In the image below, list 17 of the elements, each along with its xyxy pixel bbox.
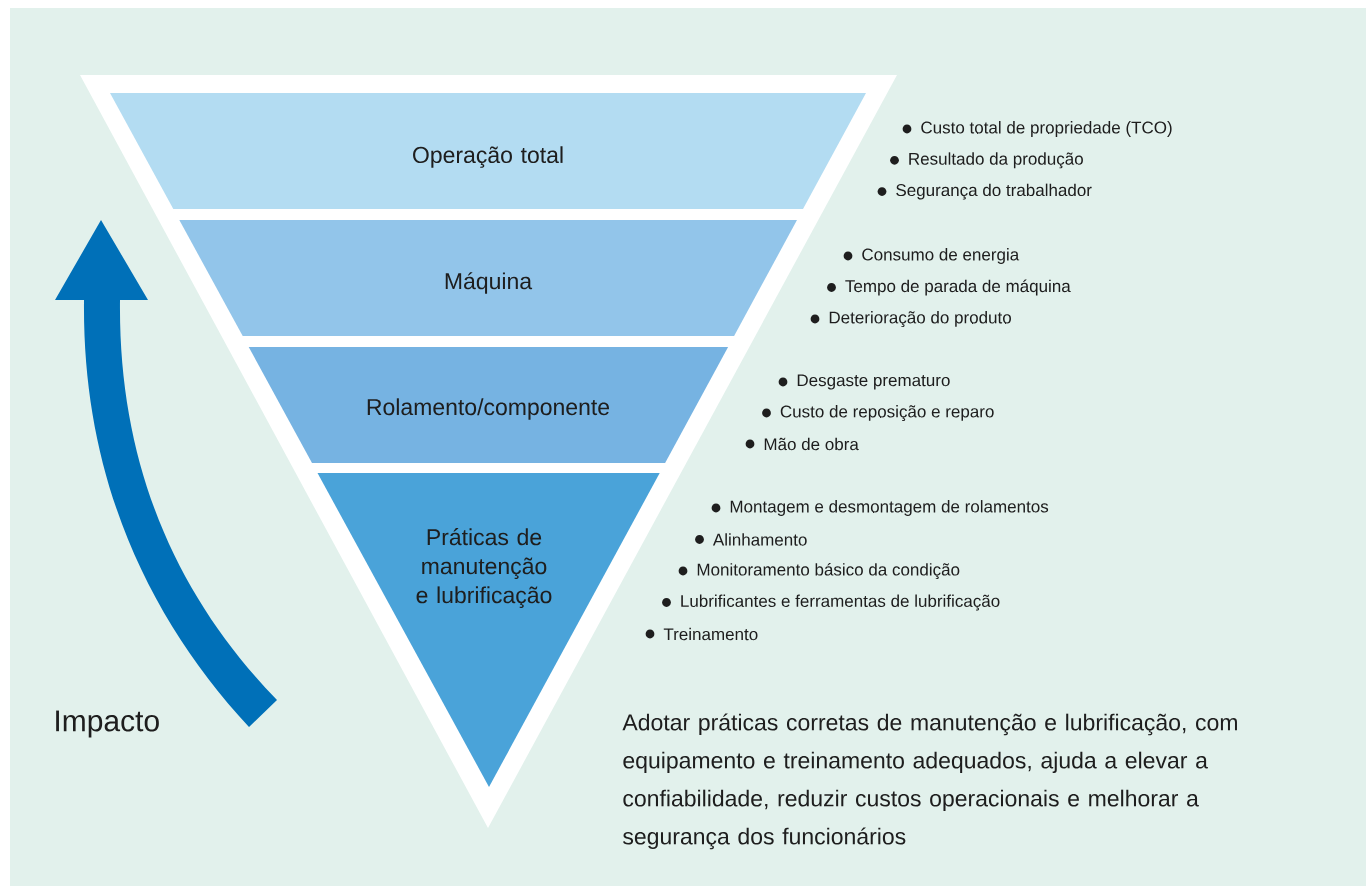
- bullet-item: Desgaste prematuro: [778, 374, 950, 390]
- bullet-item: Deterioração do produto: [810, 311, 1011, 327]
- axis-label: Impacto: [56, 710, 159, 738]
- bullet-item: Resultado da produção: [890, 152, 1083, 169]
- bullet-item: Custo de reposição e reparo: [762, 405, 994, 421]
- bullet-item: Tempo de parada de máquina: [827, 279, 1071, 296]
- bullet-item: Mão de obra: [745, 437, 859, 451]
- bullet-item: Consumo de energia: [843, 248, 1020, 264]
- pyramid-band: Operação total: [110, 93, 866, 209]
- pyramid-band: Máquina: [179, 220, 797, 336]
- bullet-item: Custo total de propriedade (TCO): [902, 121, 1172, 137]
- bullet-item: Montagem e desmontagem de rolamentos: [711, 500, 1049, 516]
- bullet-item: Monitoramento básico da condição: [678, 562, 960, 580]
- bullet-item: Segurança do trabalhador: [877, 183, 1092, 200]
- bullet-item: Alinhamento: [695, 533, 807, 546]
- pyramid-band: Rolamento/componente: [248, 347, 729, 463]
- bullet-item: Lubrificantes e ferramentas de lubrificação: [662, 594, 1000, 611]
